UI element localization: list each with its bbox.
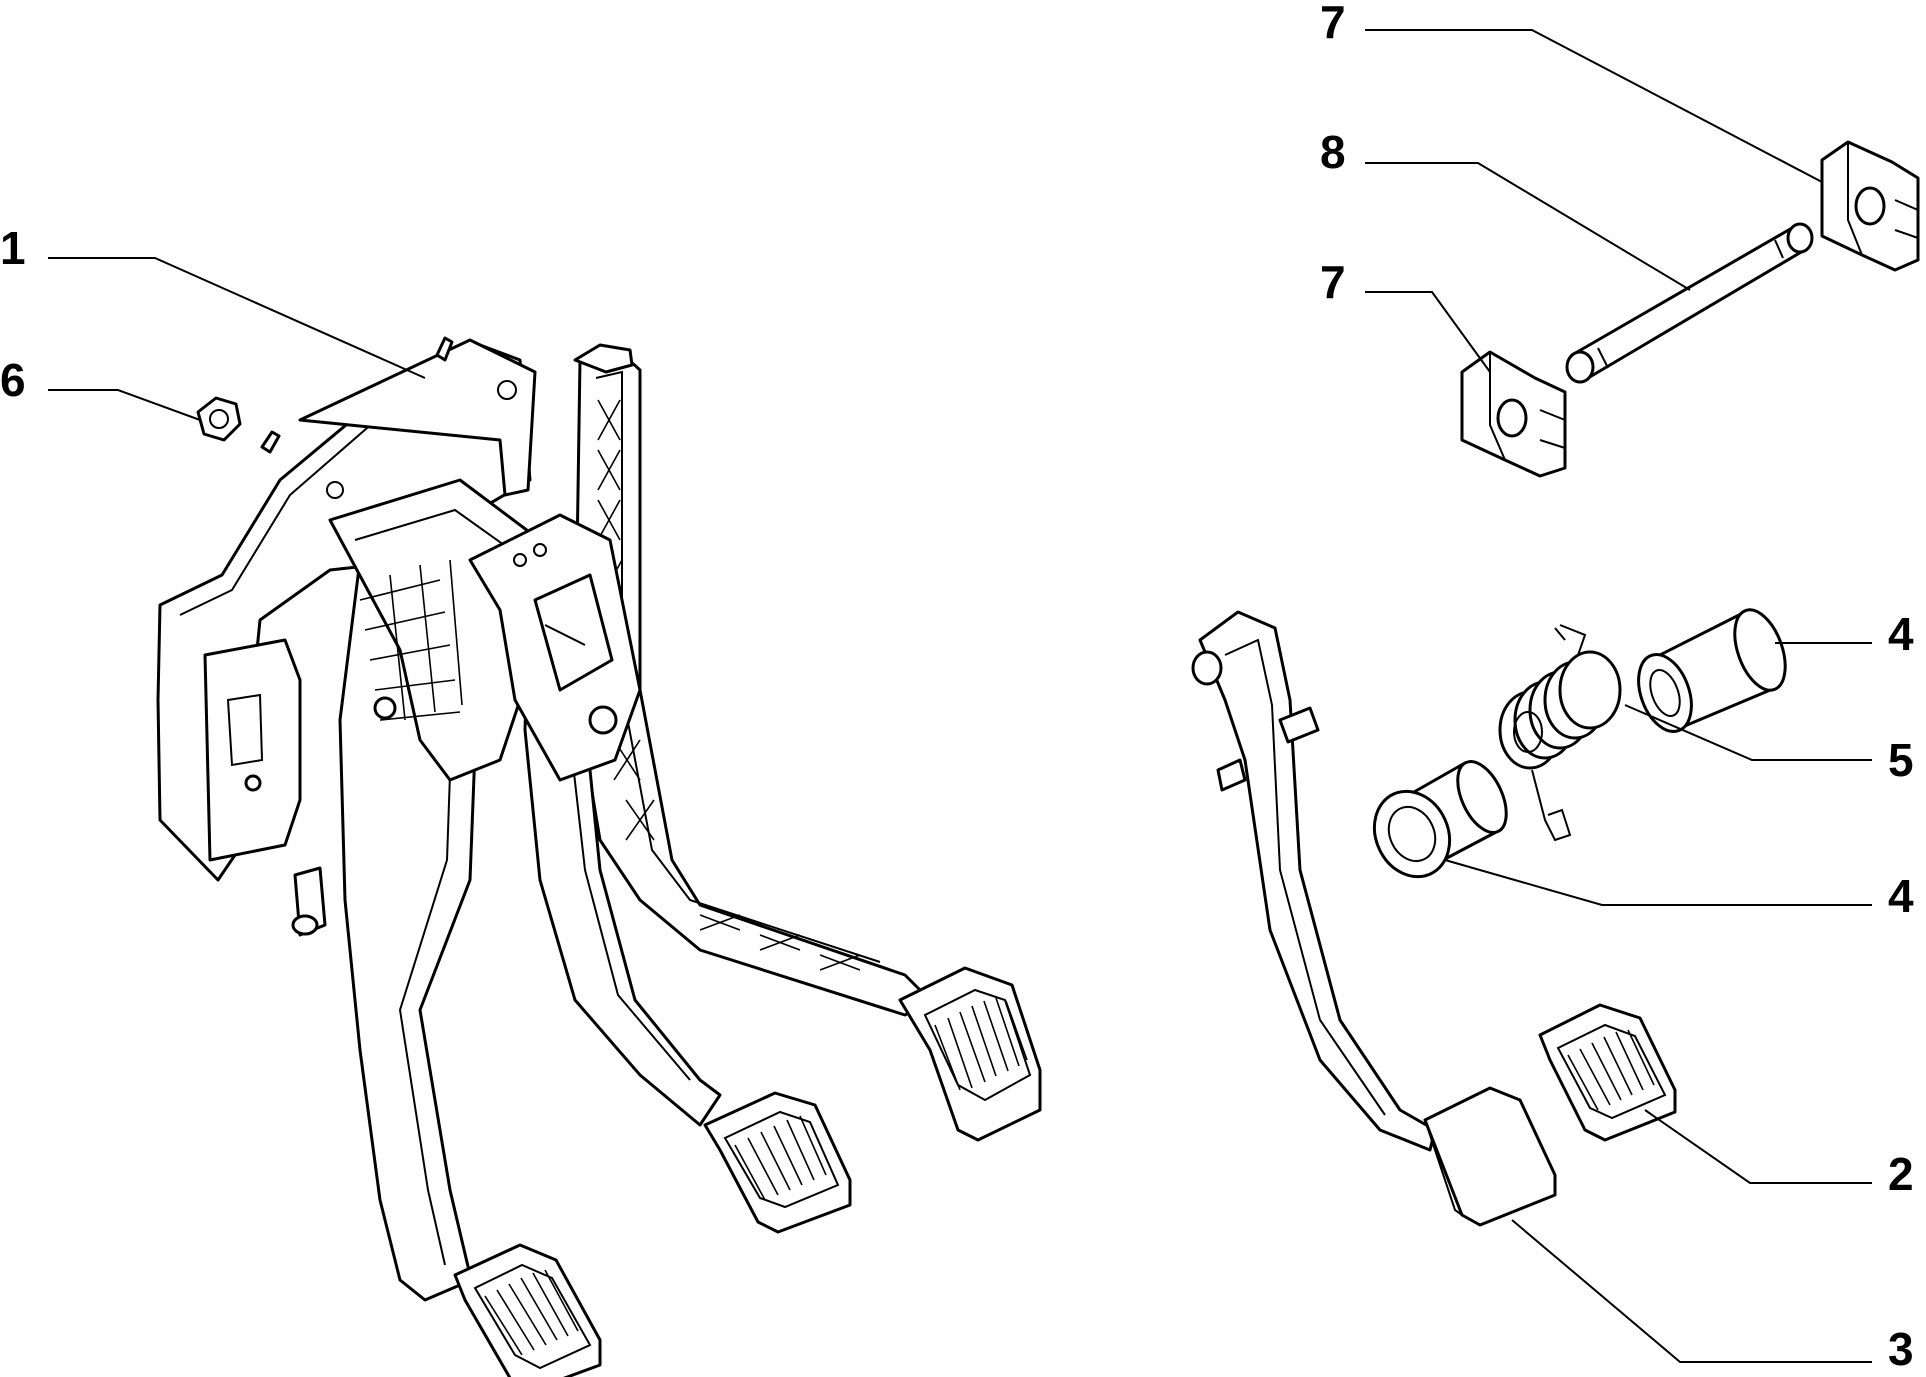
callout-2: 2	[1888, 1148, 1914, 1200]
retaining-clip-upper	[1820, 140, 1920, 272]
pedal-box-assembly	[156, 336, 1042, 1377]
nut-hex	[196, 396, 242, 442]
callout-4-upper: 4	[1888, 608, 1914, 660]
leader-4-lower	[1444, 859, 1872, 906]
leader-lines	[48, 29, 1872, 1363]
leader-2	[1644, 1109, 1872, 1184]
leader-7-lower	[1365, 291, 1491, 373]
callout-4-lower: 4	[1888, 870, 1914, 922]
pedal-pad-rubber	[1538, 1003, 1677, 1142]
bushing-upper	[1637, 608, 1787, 733]
bushing-lower	[1372, 760, 1508, 879]
callout-8: 8	[1320, 126, 1346, 178]
leader-8	[1365, 162, 1691, 291]
leader-7-upper	[1365, 29, 1823, 183]
pedal-lever	[1191, 610, 1557, 1227]
brake-pedal-pad	[703, 1091, 852, 1234]
accelerator-pedal-pad	[898, 966, 1042, 1142]
callout-5: 5	[1888, 734, 1914, 786]
callout-1: 1	[0, 222, 26, 274]
callout-7-upper: 7	[1320, 0, 1346, 48]
leader-3	[1511, 1219, 1872, 1363]
callout-7-lower: 7	[1320, 256, 1346, 308]
return-spring	[1498, 624, 1622, 842]
leader-5	[1624, 704, 1872, 761]
pivot-pin	[1565, 222, 1814, 384]
accelerator-pedal-arm	[573, 343, 932, 1017]
leader-1	[48, 257, 426, 379]
clutch-pedal-pad	[453, 1243, 602, 1377]
pedal-box-housing	[156, 336, 642, 937]
callout-3: 3	[1888, 1323, 1914, 1375]
retaining-clip-lower	[1460, 350, 1567, 478]
callout-6: 6	[0, 354, 26, 406]
leader-6	[48, 389, 201, 421]
